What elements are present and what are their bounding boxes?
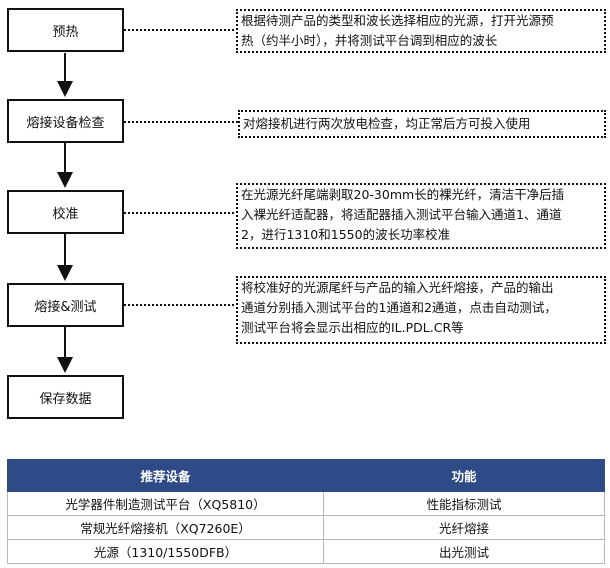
step-fusion-and-test: 熔接&测试 bbox=[7, 283, 124, 327]
equipment-cell: 光学器件制造测试平台（XQ5810） bbox=[7, 491, 324, 516]
table-row: 光学器件制造测试平台（XQ5810） 性能指标测试 bbox=[7, 491, 605, 516]
equipment-cell: 常规光纤熔接机（XQ7260E） bbox=[7, 515, 324, 540]
note-line: 热（约半小时），并将测试平台调到相应的波长 bbox=[241, 33, 498, 48]
function-cell: 性能指标测试 bbox=[323, 491, 605, 516]
note-line: 通道分别插入测试平台的1通道和2通道，点击自动测试， bbox=[241, 300, 557, 315]
note-line: 根据待测产品的类型和波长选择相应的光源，打开光源预 bbox=[241, 13, 554, 28]
recommended-equipment-table: 推荐设备 功能 光学器件制造测试平台（XQ5810） 性能指标测试 常规光纤熔接… bbox=[7, 459, 605, 564]
note-fusion-test: 将校准好的光源尾纤与产品的输入光纤熔接，产品的输出 通道分别插入测试平台的1通道… bbox=[236, 276, 606, 344]
note-equipment-check: 对熔接机进行两次放电检查，均正常后方可投入使用 bbox=[238, 110, 606, 138]
note-line: 将校准好的光源尾纤与产品的输入光纤熔接，产品的输出 bbox=[241, 280, 554, 295]
note-line: 在光源光纤尾端剥取20-30mm长的裸光纤，清洁干净后插 bbox=[241, 187, 565, 202]
header-equipment: 推荐设备 bbox=[7, 459, 324, 492]
note-line: 2，进行1310和1550的波长功率校准 bbox=[241, 227, 451, 242]
table-row: 光源（1310/1550DFB） 出光测试 bbox=[7, 539, 605, 564]
note-line: 对熔接机进行两次放电检查，均正常后方可投入使用 bbox=[243, 116, 531, 131]
note-preheat: 根据待测产品的类型和波长选择相应的光源，打开光源预 热（约半小时），并将测试平台… bbox=[236, 9, 606, 53]
step-fusion-equipment-check: 熔接设备检查 bbox=[7, 99, 124, 143]
table-header-row: 推荐设备 功能 bbox=[7, 459, 605, 492]
step-save-data: 保存数据 bbox=[7, 375, 124, 419]
note-calibration: 在光源光纤尾端剥取20-30mm长的裸光纤，清洁干净后插 入裸光纤适配器，将适配… bbox=[236, 183, 606, 249]
step-preheat: 预热 bbox=[7, 8, 124, 52]
table-row: 常规光纤熔接机（XQ7260E） 光纤熔接 bbox=[7, 515, 605, 540]
note-line: 入裸光纤适配器，将适配器插入测试平台输入通道1、通道 bbox=[241, 207, 562, 222]
note-line: 测试平台将会显示出相应的IL.PDL.CR等 bbox=[241, 320, 464, 335]
step-calibration: 校准 bbox=[7, 190, 124, 234]
header-function: 功能 bbox=[323, 459, 605, 492]
equipment-cell: 光源（1310/1550DFB） bbox=[7, 539, 324, 564]
function-cell: 出光测试 bbox=[323, 539, 605, 564]
function-cell: 光纤熔接 bbox=[323, 515, 605, 540]
